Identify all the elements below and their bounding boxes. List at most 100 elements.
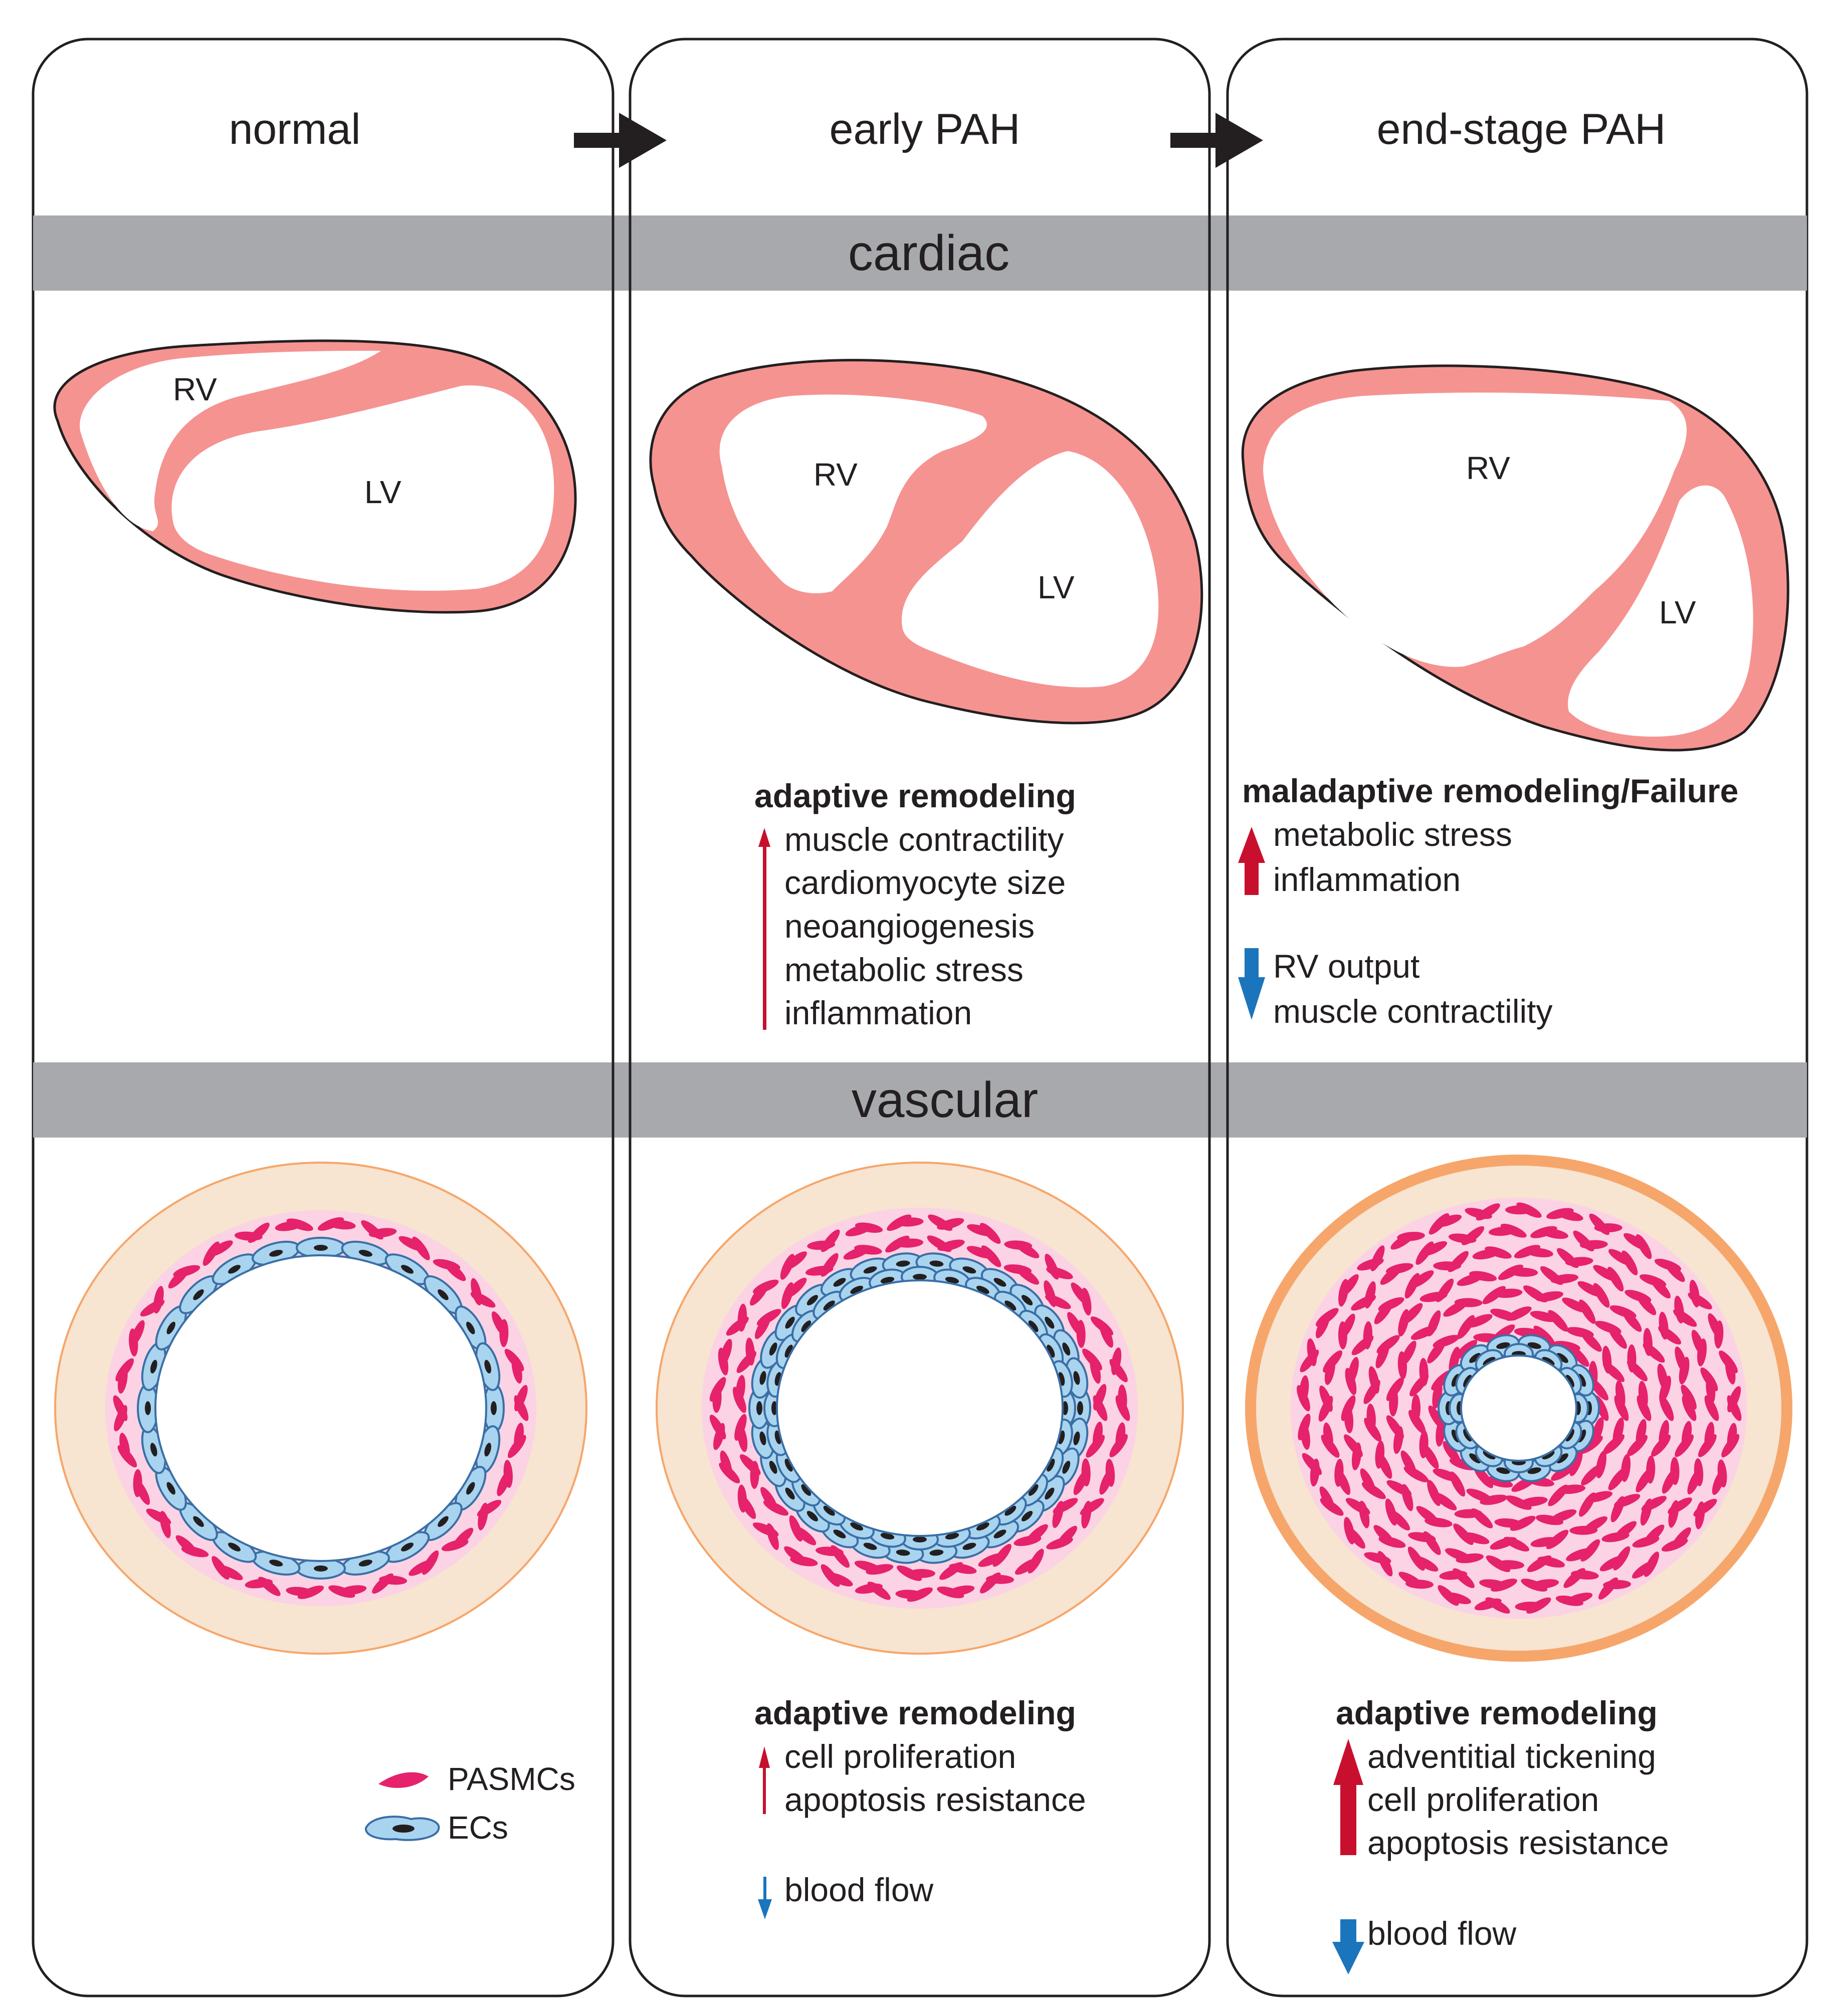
lv-label-normal: LV [364,474,401,510]
pasmc-cell [1640,1498,1653,1526]
pasmc-cell [1344,1434,1363,1457]
pasmc-cell [1550,1274,1579,1284]
ec-nucleus [1542,1357,1555,1366]
legend-ec-label: ECs [448,1810,508,1846]
cardiac-end-heading: maladaptive remodeling/Failure [1242,772,1739,809]
pasmc-cell [1081,1287,1092,1316]
pasmc-cell [1378,1297,1404,1311]
pasmc-cell [1675,1434,1694,1457]
pasmc-cell [1721,1434,1740,1458]
pasmc-cell [1651,1434,1671,1457]
pasmc-cell [1090,1356,1101,1384]
pasmc-cell [328,1585,355,1598]
pasmc-cell [1466,1488,1493,1502]
pasmc-cell [1668,1500,1679,1528]
ec-nucleus [1047,1458,1055,1472]
ec-nucleus [1469,1353,1481,1363]
pasmc-cell [1454,1509,1483,1518]
pasmc-cell [1658,1326,1682,1345]
pasmc-cell [745,1337,755,1366]
ec-nucleus [269,1559,283,1566]
vascular-band [33,1062,1807,1138]
pasmc-cell [507,1435,526,1458]
vascular-end-heading: adaptive remodeling [1336,1694,1658,1731]
ec-nucleus [228,1542,241,1551]
pasmc-cell [895,1217,924,1227]
ec-nucleus [401,1542,414,1551]
ec-nucleus [850,1285,864,1294]
vessel-early-pah [656,1162,1184,1655]
pasmc-cell [1662,1468,1678,1494]
ec-nucleus [466,1482,475,1495]
pasmc-cell [1439,1570,1468,1580]
ec-nucleus [314,1245,328,1251]
pasmc-cell [1548,1484,1568,1506]
vascular-end-down-item: blood flow [1367,1915,1517,1952]
pasmc-cell [752,1522,779,1537]
pasmc-cell [478,1502,488,1530]
pasmc-cell [1566,1548,1592,1561]
pasmc-cell [1521,1579,1548,1592]
ec-nucleus [801,1320,811,1332]
pasmc-cell [1555,1595,1583,1606]
pasmc-cell [1014,1241,1040,1258]
pasmc-cell [1045,1294,1071,1309]
pasmc-cell [409,1559,434,1576]
pasmc-cell [1400,1450,1416,1476]
pasmc-cell [1474,1598,1502,1611]
ec-nucleus [976,1522,989,1531]
lv-label-early: LV [1038,569,1075,605]
pasmc-cell [816,1546,844,1556]
ec-nucleus [1483,1450,1496,1460]
vascular-early-up-item: cell proliferation [784,1738,1016,1775]
progression-arrow-2 [1170,113,1263,168]
ec-nucleus [759,1431,766,1446]
pasmc-cell [1533,1325,1555,1346]
ec-nucleus [1496,1342,1510,1349]
vascular-end-up-arrow [1333,1739,1363,1855]
ec-nucleus [1073,1371,1080,1385]
rv-label-early: RV [814,457,858,493]
pasmc-cell [1375,1440,1385,1469]
ec-nucleus [1004,1505,1016,1516]
pasmc-cell [1419,1358,1429,1386]
ec-nucleus [466,1321,475,1334]
pasmc-cell [1687,1468,1702,1495]
pasmc-cell [499,1319,509,1348]
pasmc-cell [1319,1486,1335,1512]
pasmc-cell [412,1236,430,1260]
vessel-end-stage-pah [1245,1155,1792,1662]
rv-label-end: RV [1466,450,1510,486]
pasmc-cell [1632,1535,1660,1548]
pasmc-cell [1433,1468,1460,1482]
cardiac-end-down-arrow [1238,948,1265,1020]
pasmc-cell [1510,1267,1538,1277]
heart-end-stage-pah [1241,364,1789,752]
pasmc-cell [153,1286,164,1314]
pasmc-cell [1466,1314,1493,1328]
ec-nucleus [1527,1467,1541,1474]
panel-normal [32,38,615,1997]
pasmc-cell [1479,1579,1507,1589]
pasmc-cell [327,1220,356,1230]
pasmc-cell [1704,1395,1719,1421]
ec-nucleus [880,1276,895,1284]
pasmc-cell [1602,1434,1624,1455]
ec-nucleus [1077,1401,1083,1415]
pasmc-cell [735,1375,745,1403]
ec-nucleus [491,1401,497,1415]
ec-nucleus [401,1265,414,1274]
pasmc-cell [1688,1292,1712,1309]
pasmc-cell [1530,1537,1558,1547]
ec-nucleus [896,1260,910,1267]
pasmc-cell [720,1450,732,1478]
pasmc-cell [1298,1414,1311,1441]
pasmc-cell [1462,1226,1485,1245]
pasmc-cell [1679,1357,1690,1385]
pasmc-cell [514,1385,528,1412]
pasmc-cell [785,1277,807,1298]
pasmc-cell [895,1590,924,1599]
ec-nucleus [785,1316,795,1329]
pasmc-cell [1627,1435,1648,1456]
ec-legend-icon [365,1816,440,1841]
